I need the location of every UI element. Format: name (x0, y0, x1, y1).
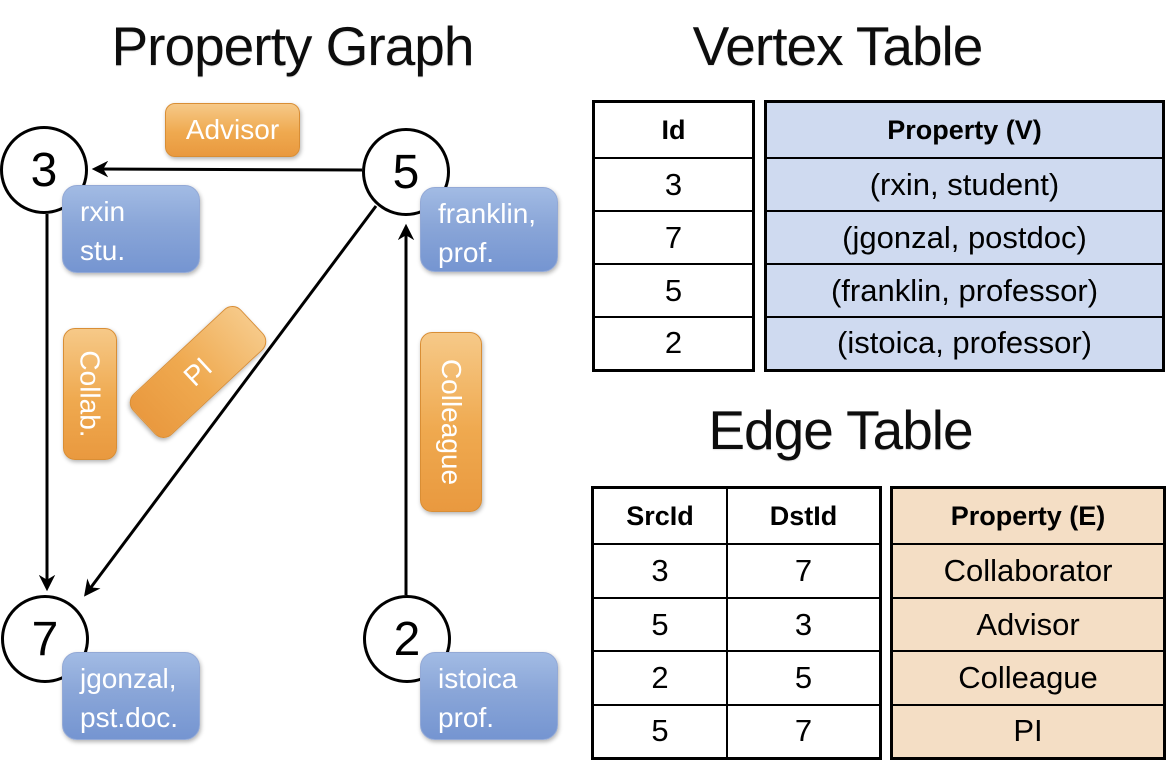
graph-node-5: 5 (362, 128, 450, 216)
edge-label-collab: Collab. (63, 328, 117, 460)
edge-srcid-cell: 5 (594, 596, 726, 650)
edge-dstid-cell: 5 (728, 650, 879, 703)
edge-label-colleague-text: Colleague (436, 358, 468, 486)
vertex-id-cell: 2 (595, 316, 752, 369)
edge-table-header-property: Property (E) (950, 500, 1106, 531)
edge-srcid-cell: 2 (594, 650, 726, 703)
vertex-prop-box-jgonzal: jgonzal, pst.doc. (62, 652, 200, 740)
node-3-label: 3 (30, 143, 58, 197)
edge-dstid-cell: 7 (728, 543, 879, 596)
edge-property-cell: Colleague (893, 650, 1163, 703)
edge-property-cell: Collaborator (893, 543, 1163, 596)
vertex-table-header-id: Id (661, 114, 686, 145)
edge-dstid-cell: 3 (728, 596, 879, 650)
prop-line: jgonzal, (80, 663, 177, 694)
vertex-table-header-property: Property (V) (887, 114, 1042, 145)
vertex-id-cell: 5 (595, 263, 752, 316)
prop-line: pst.doc. (80, 701, 179, 733)
vertex-id-cell: 7 (595, 210, 752, 263)
prop-line: istoica (438, 663, 518, 694)
edge-label-pi-text: PI (177, 351, 218, 392)
node-2-label: 2 (393, 612, 421, 666)
node-5-label: 5 (392, 145, 420, 199)
edge-srcid-cell: 5 (594, 703, 726, 757)
vertex-property-cell: (rxin, student) (767, 157, 1162, 210)
edge-dstid-cell: 7 (728, 703, 879, 757)
edge-label-advisor-text: Advisor (185, 114, 280, 145)
vertex-id-cell: 3 (595, 157, 752, 210)
prop-line: rxin (80, 196, 126, 227)
prop-line: franklin, (438, 198, 537, 229)
node-7-label: 7 (31, 612, 59, 666)
edge-table-header-srcid: SrcId (626, 500, 694, 531)
vertex-prop-box-franklin: franklin, prof. (420, 187, 558, 272)
vertex-property-cell: (franklin, professor) (767, 263, 1162, 316)
vertex-property-cell: (istoica, professor) (767, 316, 1162, 369)
vertex-table-property-column: Property (V) (rxin, student) (jgonzal, p… (764, 100, 1165, 372)
edge-5-to-3 (91, 160, 363, 178)
vertex-table-title: Vertex Table (692, 15, 984, 77)
edge-5-to-7 (84, 205, 378, 597)
prop-line: prof. (438, 701, 495, 733)
edge-srcid-cell: 3 (594, 543, 726, 596)
vertex-table-id-column: Id 3 7 5 2 (592, 100, 755, 372)
edge-property-cell: PI (893, 703, 1163, 757)
edge-table-property-column: Property (E) Collaborator Advisor Collea… (890, 486, 1166, 760)
edge-label-colleague: Colleague (420, 332, 482, 512)
edge-table-id-columns: SrcId 3 5 2 5 DstId 7 3 5 7 (591, 486, 882, 760)
graph-edges (38, 160, 415, 597)
graph-node-2: 2 (363, 595, 451, 683)
prop-line: stu. (80, 234, 126, 266)
prop-line: prof. (438, 236, 495, 268)
edge-label-collab-text: Collab. (75, 350, 107, 438)
property-graph-title: Property Graph (111, 15, 474, 77)
vertex-prop-box-rxin: rxin stu. (62, 185, 200, 273)
edge-label-advisor: Advisor (165, 103, 300, 157)
vertex-property-cell: (jgonzal, postdoc) (767, 210, 1162, 263)
edge-table-header-dstid: DstId (769, 500, 838, 531)
vertex-prop-box-istoica: istoica prof. (420, 652, 558, 740)
edge-property-cell: Advisor (893, 596, 1163, 650)
edge-table-title: Edge Table (708, 399, 973, 461)
